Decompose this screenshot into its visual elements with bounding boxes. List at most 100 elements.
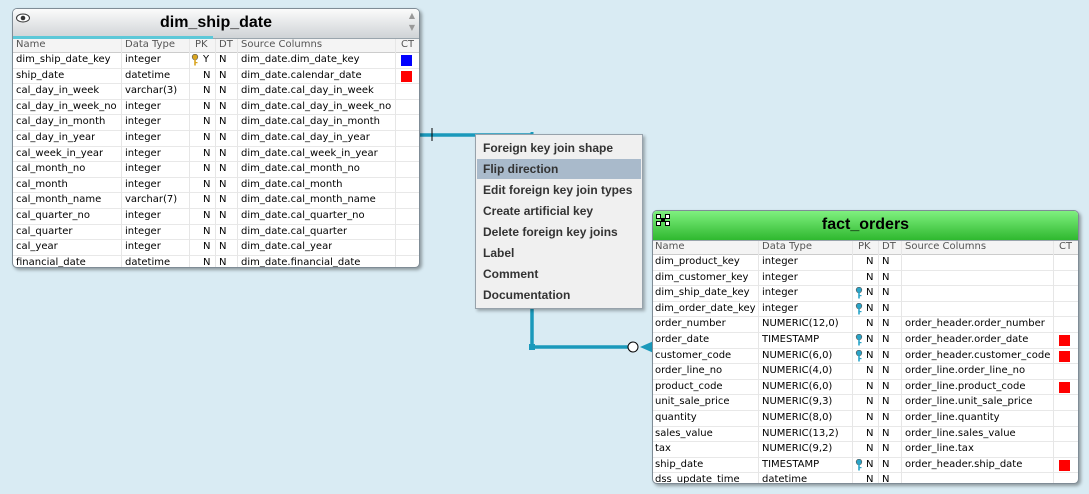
cell-src: order_line.order_line_no [905, 365, 1026, 377]
column-header-dt[interactable]: DT [219, 39, 233, 50]
column-header-data-type[interactable]: Data Type [762, 241, 813, 252]
menu-item-delete-foreign-key-joins[interactable]: Delete foreign key joins [483, 225, 618, 239]
ct-indicator [401, 70, 412, 82]
scroll-arrows-icon[interactable]: ▲▼ [408, 11, 416, 32]
column-header-name[interactable]: Name [16, 39, 46, 50]
cell-src: dim_date.cal_week_in_year [241, 147, 378, 159]
menu-item-flip-direction[interactable]: Flip direction [477, 159, 641, 179]
ct-indicator [1059, 459, 1070, 471]
cell-dt: N [219, 54, 227, 65]
cell-dt: N [882, 271, 890, 283]
dim-ship-date-table[interactable]: dim_ship_date ▲▼ Name Data Type PK DT Source… [12, 8, 420, 268]
cell-dt: N [219, 100, 227, 112]
cell-dt: N [882, 474, 890, 484]
cell-dt: N [882, 318, 890, 330]
fact-table-header[interactable]: fact_orders [653, 211, 1078, 241]
dim-table-header[interactable]: dim_ship_date ▲▼ [13, 9, 419, 39]
cell-dt: N [219, 147, 227, 159]
cell-name: ship_date [655, 458, 704, 470]
column-divider [395, 39, 396, 267]
cell-dt: N [219, 69, 227, 81]
cell-pk: N [866, 458, 874, 470]
ct-indicator [1059, 381, 1070, 393]
fact-orders-table[interactable]: fact_orders Name Data Type PK DT Source Colu… [652, 210, 1079, 484]
cell-type: NUMERIC(4,0) [762, 365, 833, 377]
menu-item-documentation[interactable]: Documentation [483, 288, 571, 302]
column-header-pk[interactable]: PK [195, 39, 208, 50]
cell-dt: N [219, 256, 227, 268]
column-divider [189, 39, 190, 267]
cell-pk: N [203, 69, 211, 81]
cell-name: dim_customer_key [655, 271, 749, 283]
cell-type: integer [762, 271, 798, 283]
cell-dt: N [882, 365, 890, 377]
cell-src: dim_date.cal_month_name [241, 194, 376, 206]
column-header-source-columns[interactable]: Source Columns [241, 39, 323, 50]
cell-dt: N [882, 443, 890, 455]
menu-item-comment[interactable]: Comment [483, 267, 539, 281]
menu-item-create-artificial-key[interactable]: Create artificial key [483, 204, 594, 218]
cell-src: order_line.unit_sale_price [905, 396, 1033, 408]
column-header-data-type[interactable]: Data Type [125, 39, 176, 50]
column-divider [237, 39, 238, 267]
cell-name: tax [655, 443, 671, 455]
column-header-name[interactable]: Name [655, 241, 685, 252]
cell-name: customer_code [655, 349, 732, 361]
cell-type: integer [762, 256, 798, 267]
cell-name: dim_product_key [655, 256, 740, 267]
eye-icon [16, 13, 30, 23]
column-divider [1053, 241, 1054, 483]
cell-src: dim_date.cal_month [241, 178, 343, 190]
column-header-dt[interactable]: DT [882, 241, 896, 252]
cell-name: cal_day_in_week [16, 85, 100, 97]
cell-type: integer [125, 209, 161, 221]
column-header-ct[interactable]: CT [1059, 241, 1073, 252]
cell-src: dim_date.cal_year [241, 241, 333, 253]
menu-item-label[interactable]: Label [483, 246, 515, 260]
cell-pk: N [203, 147, 211, 159]
column-header-pk[interactable]: PK [858, 241, 871, 252]
cell-name: dss_update_time [655, 474, 740, 484]
cell-name: cal_month [16, 178, 68, 190]
cell-name: cal_quarter [16, 225, 73, 237]
menu-item-foreign-key-join-shape[interactable]: Foreign key join shape [483, 141, 614, 155]
cell-pk: N [203, 163, 211, 175]
column-header-source-columns[interactable]: Source Columns [905, 241, 987, 252]
cell-type: NUMERIC(9,2) [762, 443, 833, 455]
cell-pk: N [203, 100, 211, 112]
menu-item-edit-foreign-key-join-types[interactable]: Edit foreign key join types [483, 183, 633, 197]
column-header-ct[interactable]: CT [401, 39, 415, 50]
cell-dt: N [882, 302, 890, 314]
cell-dt: N [882, 256, 890, 267]
